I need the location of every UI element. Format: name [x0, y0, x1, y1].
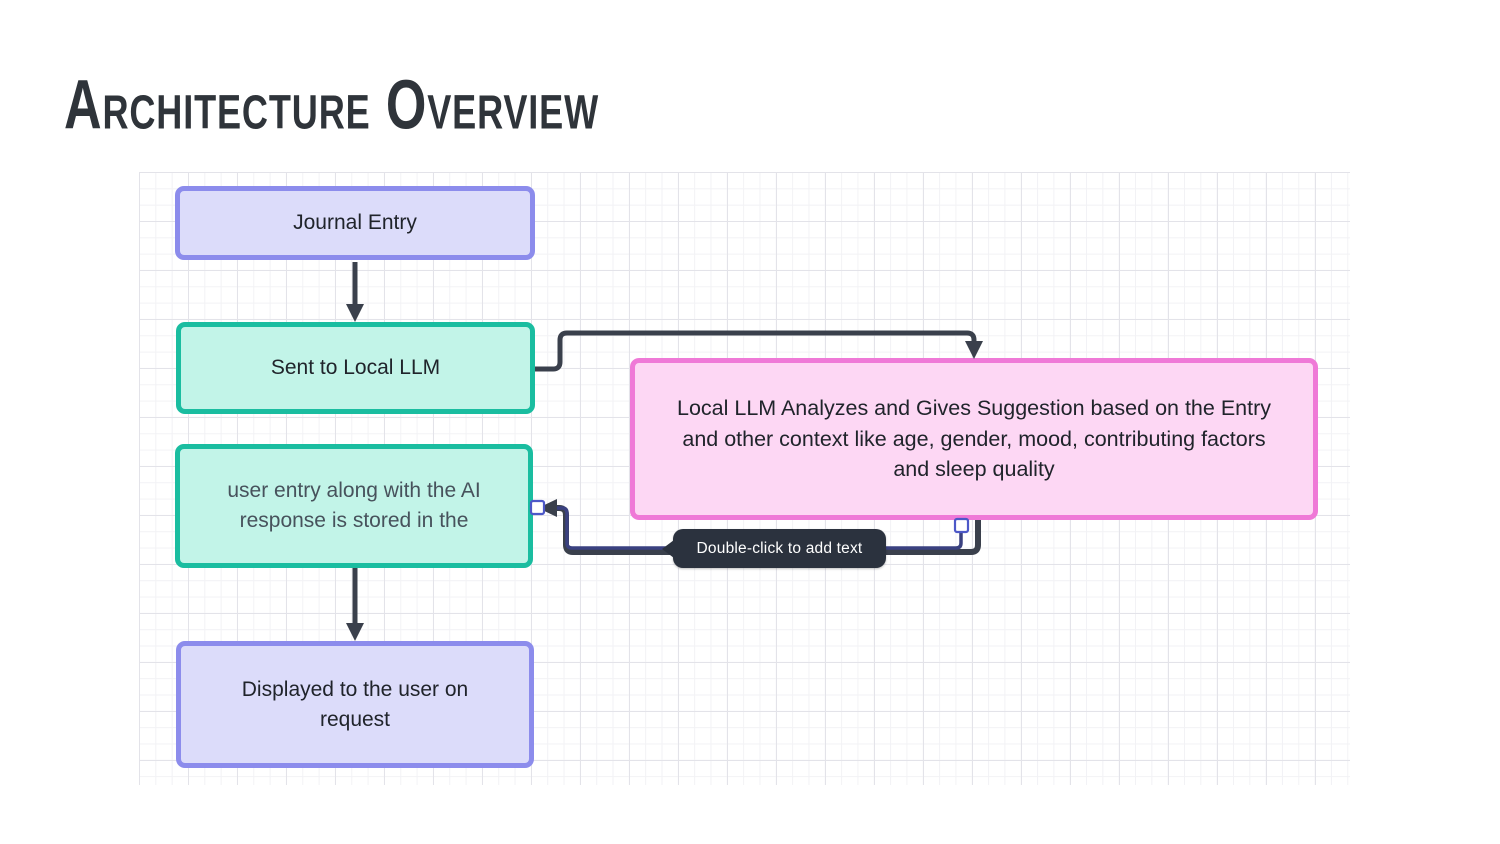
whiteboard-canvas[interactable]: Journal Entry Sent to Local LLM Local LL…	[139, 172, 1350, 785]
connector-journal-to-sent[interactable]	[346, 262, 364, 322]
arrowhead-down-icon	[346, 623, 364, 641]
node-sent-to-local-llm[interactable]: Sent to Local LLM	[176, 322, 535, 414]
page-title: Architecture Overview	[64, 67, 600, 145]
tooltip-label: Double-click to add text	[696, 539, 863, 557]
node-displayed-to-user-label: Displayed to the user on request	[241, 677, 469, 731]
connector-label-tooltip[interactable]: Double-click to add text	[662, 529, 886, 568]
node-sent-to-local-llm-label: Sent to Local LLM	[270, 356, 441, 380]
node-displayed-to-user[interactable]: Displayed to the user on request	[176, 641, 534, 768]
node-journal-entry[interactable]: Journal Entry	[175, 186, 535, 260]
node-llm-analyzes-label: Local LLM Analyzes and Gives Suggestion …	[676, 396, 1271, 482]
node-journal-entry-label: Journal Entry	[293, 211, 417, 235]
node-entry-stored[interactable]: user entry along with the AI response is…	[175, 444, 533, 568]
node-entry-stored-label: user entry along with the AI response is…	[227, 479, 481, 532]
arrowhead-down-icon	[346, 304, 364, 322]
node-llm-analyzes[interactable]: Local LLM Analyzes and Gives Suggestion …	[630, 358, 1318, 520]
connector-selected-highlight	[546, 506, 963, 550]
connector-stored-to-displayed[interactable]	[346, 568, 364, 641]
tooltip-tail-icon	[662, 539, 674, 558]
